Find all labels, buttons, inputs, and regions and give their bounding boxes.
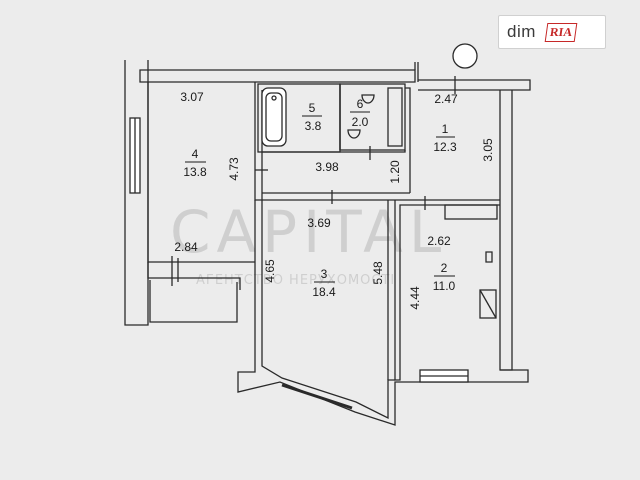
dimension-label: 3.05	[481, 138, 495, 162]
dimension-label: 4.65	[263, 259, 277, 283]
room-area: 3.8	[305, 119, 322, 133]
room-area: 2.0	[352, 115, 369, 129]
dimension-label: 4.44	[408, 286, 422, 310]
dimension-label: 3.98	[315, 160, 339, 174]
toilet-6	[347, 129, 361, 139]
outer-wall-top-right	[418, 79, 531, 91]
room-6-label: 6 2.0	[350, 97, 370, 129]
room-area: 11.0	[433, 279, 456, 293]
bathtub	[261, 87, 287, 147]
outer-wall-right	[499, 90, 513, 371]
dimension-label: 2.84	[174, 240, 198, 254]
balcony-wall	[147, 262, 241, 290]
room-5-label: 5 3.8	[302, 101, 322, 133]
room-number: 4	[192, 147, 199, 161]
dimria-logo[interactable]: dim RIA	[498, 15, 606, 49]
room-4-label: 4 13.8	[183, 147, 207, 179]
window-room3	[281, 383, 353, 410]
watermark-sub: АГЕНТСТВО НЕРУХОМОСТІ	[196, 273, 395, 288]
dimension-label: 5.48	[371, 261, 385, 285]
logo-brand: dim	[507, 22, 536, 41]
dimension-label: 1.20	[388, 160, 402, 184]
room-3-label: 3 18.4	[312, 267, 336, 299]
room-number: 5	[309, 101, 316, 115]
room-2-label: 2 11.0	[433, 261, 456, 293]
room-3-wall	[237, 200, 400, 426]
bathroom-6	[339, 83, 406, 151]
counter-room2	[444, 204, 498, 220]
sink-6	[361, 94, 375, 104]
room-area: 12.3	[433, 140, 457, 154]
room-number: 6	[357, 97, 364, 111]
dimension-label: 3.69	[307, 216, 331, 230]
balcony-circle-icon	[452, 43, 478, 69]
dimension-label: 4.73	[227, 157, 241, 181]
dimension-label: 2.62	[427, 234, 451, 248]
stove	[479, 289, 497, 319]
room-1-label: 1 12.3	[433, 122, 457, 154]
room-number: 3	[321, 267, 328, 281]
logo-badge: RIA	[544, 22, 578, 42]
dimension-label: 2.47	[434, 92, 458, 106]
dimension-label: 3.07	[180, 90, 204, 104]
room-area: 13.8	[183, 165, 207, 179]
room-area: 18.4	[312, 285, 336, 299]
room-number: 2	[441, 261, 448, 275]
room-number: 1	[442, 122, 449, 136]
outer-wall-top	[139, 69, 416, 83]
watermark-main: CAPITAL	[170, 198, 447, 266]
